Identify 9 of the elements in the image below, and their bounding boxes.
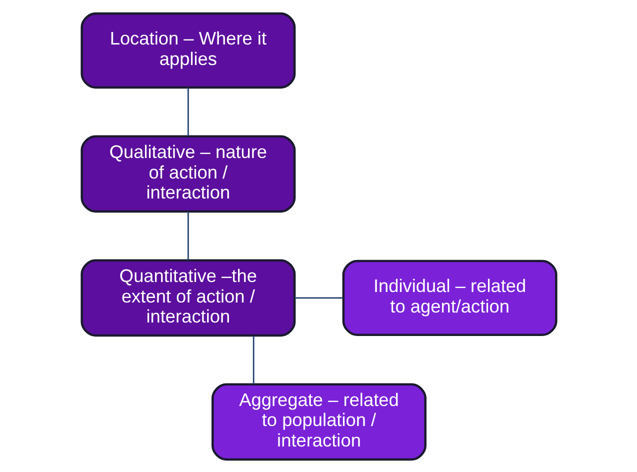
node-box: Individual – related to agent/action xyxy=(342,259,557,336)
node-box: Location – Where it applies xyxy=(80,12,296,88)
connector xyxy=(294,296,343,298)
connector xyxy=(252,335,254,384)
connector xyxy=(187,87,188,136)
node-box: Quantitative –the extent of action / interaction xyxy=(80,258,296,336)
connector xyxy=(187,211,188,260)
node-box: Qualitative – nature of action / interaction xyxy=(80,134,296,212)
node-box: Aggregate – related to population / interaction xyxy=(211,382,426,460)
